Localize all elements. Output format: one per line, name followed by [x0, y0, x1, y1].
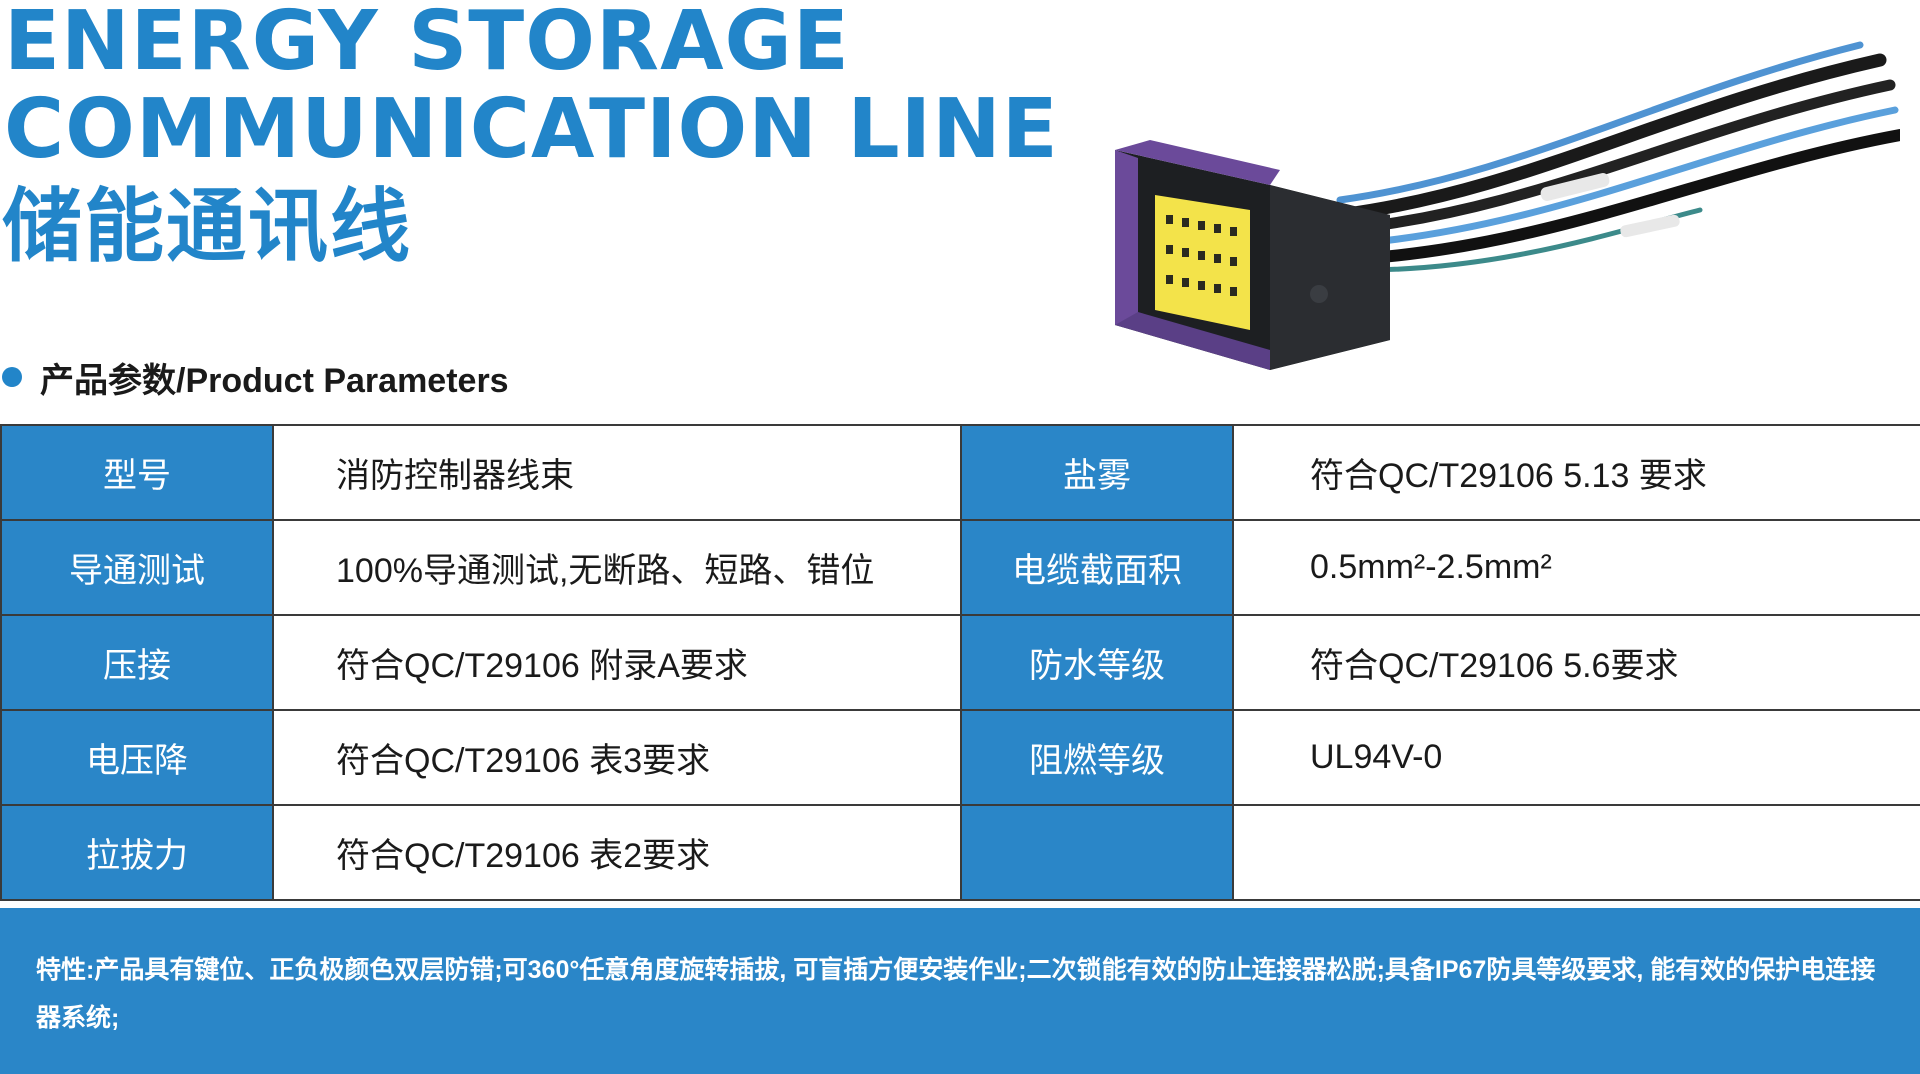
param-value: 符合QC/T29106 表2要求	[272, 804, 962, 901]
section-label: 产品参数/Product Parameters	[40, 361, 509, 400]
param-label: 导通测试	[0, 519, 274, 616]
features-text: 特性:产品具有键位、正负极颜色双层防错;可360°任意角度旋转插拔, 可盲插方便…	[36, 956, 1876, 1032]
circle-bullet-icon	[2, 367, 22, 387]
param-value: 符合QC/T29106 表3要求	[272, 709, 962, 806]
param-value	[1232, 804, 1920, 901]
param-label: 防水等级	[960, 614, 1234, 711]
param-value: 符合QC/T29106 附录A要求	[272, 614, 962, 711]
param-label: 压接	[0, 614, 274, 711]
param-label: 电压降	[0, 709, 274, 806]
table-row: 电压降 符合QC/T29106 表3要求 阻燃等级 UL94V-0	[0, 709, 1920, 806]
param-label: 阻燃等级	[960, 709, 1234, 806]
table-row: 拉拔力 符合QC/T29106 表2要求	[0, 804, 1920, 901]
parameters-table: 型号 消防控制器线束 盐雾 符合QC/T29106 5.13 要求 导通测试 1…	[0, 424, 1920, 901]
param-value: 消防控制器线束	[272, 424, 962, 521]
connector-housing	[1115, 140, 1390, 370]
section-header: 产品参数/Product Parameters	[2, 355, 509, 400]
table-row: 导通测试 100%导通测试,无断路、短路、错位 电缆截面积 0.5mm²-2.5…	[0, 519, 1920, 616]
contact-cavities	[1166, 215, 1237, 296]
title-line-2: COMMUNICATION LINE	[4, 82, 1059, 177]
param-label: 型号	[0, 424, 274, 521]
param-label: 盐雾	[960, 424, 1234, 521]
param-value: 符合QC/T29106 5.13 要求	[1232, 424, 1920, 521]
param-label: 拉拔力	[0, 804, 274, 901]
connector-harness-photo	[1115, 41, 1900, 370]
table-row: 压接 符合QC/T29106 附录A要求 防水等级 符合QC/T29106 5.…	[0, 614, 1920, 711]
param-label	[960, 804, 1234, 901]
param-value: 100%导通测试,无断路、短路、错位	[272, 519, 962, 616]
table-row: 型号 消防控制器线束 盐雾 符合QC/T29106 5.13 要求	[0, 424, 1920, 521]
title-chinese: 储能通讯线	[2, 180, 412, 273]
param-value: 符合QC/T29106 5.6要求	[1232, 614, 1920, 711]
wire-bundle	[1333, 41, 1900, 273]
param-value: UL94V-0	[1232, 709, 1920, 806]
features-panel: 特性:产品具有键位、正负极颜色双层防错;可360°任意角度旋转插拔, 可盲插方便…	[0, 908, 1920, 1074]
param-value: 0.5mm²-2.5mm²	[1232, 519, 1920, 616]
param-label: 电缆截面积	[960, 519, 1234, 616]
title-line-1: ENERGY STORAGE	[4, 0, 850, 89]
